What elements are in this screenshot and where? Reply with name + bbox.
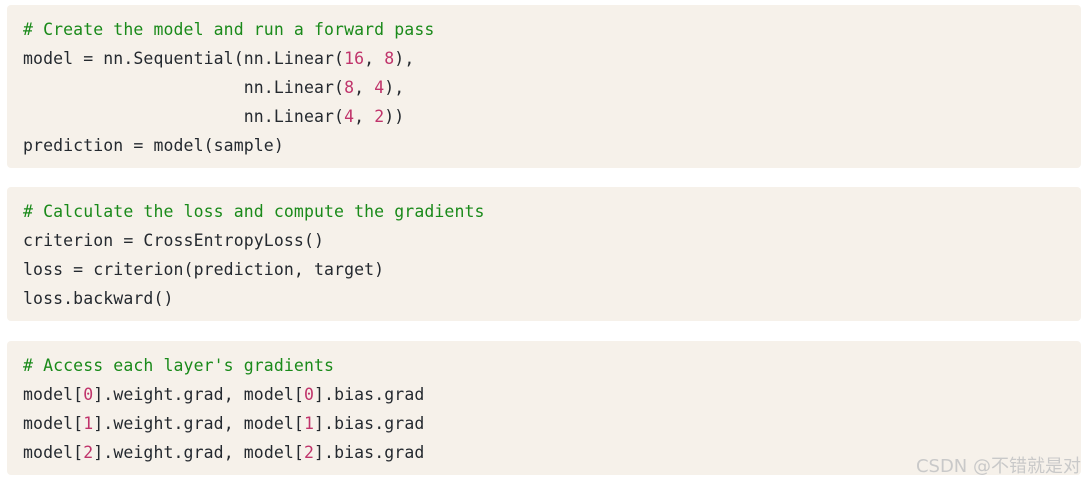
code-token: nn.Linear( xyxy=(23,78,345,97)
code-number: 8 xyxy=(344,78,355,97)
code-token: ].weight.grad, model[ xyxy=(93,414,304,433)
code-line: loss.backward() xyxy=(23,284,1081,313)
code-token: ].weight.grad, model[ xyxy=(93,385,304,404)
code-line: # Access each layer's gradients xyxy=(23,351,1081,380)
code-token: ), xyxy=(394,49,415,68)
code-token: nn.Linear( xyxy=(23,107,345,126)
code-token: loss.backward() xyxy=(23,289,174,308)
code-token: , xyxy=(364,49,385,68)
code-token: ].weight.grad, model[ xyxy=(93,443,304,462)
code-token: ].bias.grad xyxy=(314,443,425,462)
code-token: ), xyxy=(384,78,405,97)
code-line: model[0].weight.grad, model[0].bias.grad xyxy=(23,380,1081,409)
code-token: criterion = CrossEntropyLoss() xyxy=(23,231,325,250)
code-line: nn.Linear(8, 4), xyxy=(23,73,1081,102)
code-number: 4 xyxy=(374,78,385,97)
code-number: 0 xyxy=(303,385,315,404)
code-number: 0 xyxy=(83,385,94,404)
code-line: prediction = model(sample) xyxy=(23,131,1081,160)
code-token: model[ xyxy=(23,414,84,433)
code-number: 2 xyxy=(303,443,315,462)
code-comment: # Create the model and run a forward pas… xyxy=(23,20,435,39)
code-number: 16 xyxy=(344,49,365,68)
code-token: model[ xyxy=(23,385,84,404)
code-token: , xyxy=(354,107,375,126)
watermark: CSDN @不错就是对 xyxy=(915,456,1081,477)
code-number: 1 xyxy=(83,414,94,433)
code-line: # Calculate the loss and compute the gra… xyxy=(23,197,1081,226)
code-line: model[2].weight.grad, model[2].bias.grad xyxy=(23,438,1081,467)
code-number: 2 xyxy=(83,443,94,462)
code-number: 4 xyxy=(344,107,355,126)
code-line: criterion = CrossEntropyLoss() xyxy=(23,226,1081,255)
code-token: model = nn.Sequential(nn.Linear( xyxy=(23,49,345,68)
code-block-loss: # Calculate the loss and compute the gra… xyxy=(7,187,1081,321)
code-comment: # Access each layer's gradients xyxy=(23,356,335,375)
code-token: )) xyxy=(384,107,405,126)
code-token: , xyxy=(354,78,375,97)
code-line: nn.Linear(4, 2)) xyxy=(23,102,1081,131)
code-number: 8 xyxy=(384,49,395,68)
code-block-create-model: # Create the model and run a forward pas… xyxy=(7,5,1081,168)
code-number: 2 xyxy=(374,107,385,126)
code-line: model[1].weight.grad, model[1].bias.grad xyxy=(23,409,1081,438)
code-line: # Create the model and run a forward pas… xyxy=(23,15,1081,44)
code-token: prediction = model(sample) xyxy=(23,136,284,155)
code-token: loss = criterion(prediction, target) xyxy=(23,260,385,279)
code-token: model[ xyxy=(23,443,84,462)
code-line: loss = criterion(prediction, target) xyxy=(23,255,1081,284)
code-line: model = nn.Sequential(nn.Linear(16, 8), xyxy=(23,44,1081,73)
code-token: ].bias.grad xyxy=(314,385,425,404)
code-comment: # Calculate the loss and compute the gra… xyxy=(23,202,485,221)
code-token: ].bias.grad xyxy=(314,414,425,433)
code-number: 1 xyxy=(303,414,315,433)
